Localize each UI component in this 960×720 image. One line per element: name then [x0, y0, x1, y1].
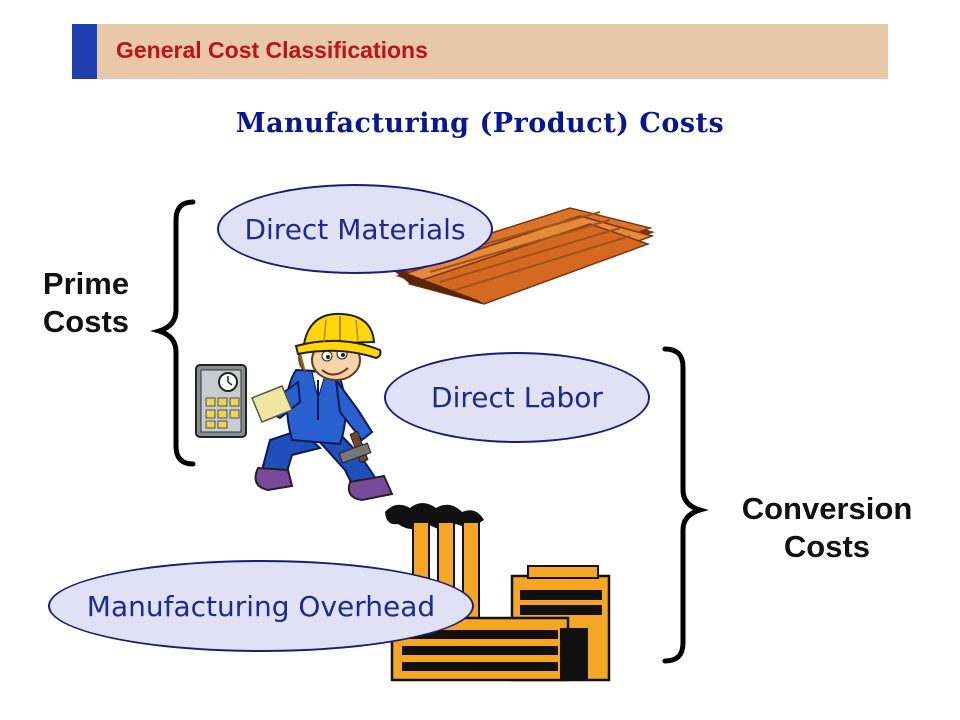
prime-costs-line1: Prime — [42, 266, 130, 301]
direct-materials-label: Direct Materials — [244, 212, 466, 246]
manufacturing-overhead-label: Manufacturing Overhead — [86, 589, 436, 623]
manufacturing-overhead-ellipse: Manufacturing Overhead — [48, 560, 474, 652]
header-accent — [72, 24, 97, 79]
lumber-icon — [385, 207, 655, 305]
conversion-costs-label: Conversion Costs — [716, 490, 938, 566]
header-bar: General Cost Classifications — [72, 24, 888, 79]
prime-costs-brace — [150, 199, 196, 467]
direct-materials-ellipse: Direct Materials — [217, 184, 493, 274]
prime-costs-line2: Costs — [42, 304, 130, 339]
direct-labor-label: Direct Labor — [431, 381, 603, 414]
factory-icon — [385, 503, 611, 682]
conversion-costs-brace — [662, 346, 709, 664]
prime-costs-label: Prime Costs — [24, 265, 148, 341]
conversion-costs-line1: Conversion — [741, 491, 913, 526]
time-clock-icon — [195, 364, 247, 438]
direct-labor-ellipse: Direct Labor — [384, 352, 650, 443]
conversion-costs-line2: Costs — [783, 529, 871, 564]
worker-icon — [251, 312, 394, 502]
header-title: General Cost Classifications — [116, 37, 428, 63]
main-title: Manufacturing (Product) Costs — [235, 108, 725, 139]
